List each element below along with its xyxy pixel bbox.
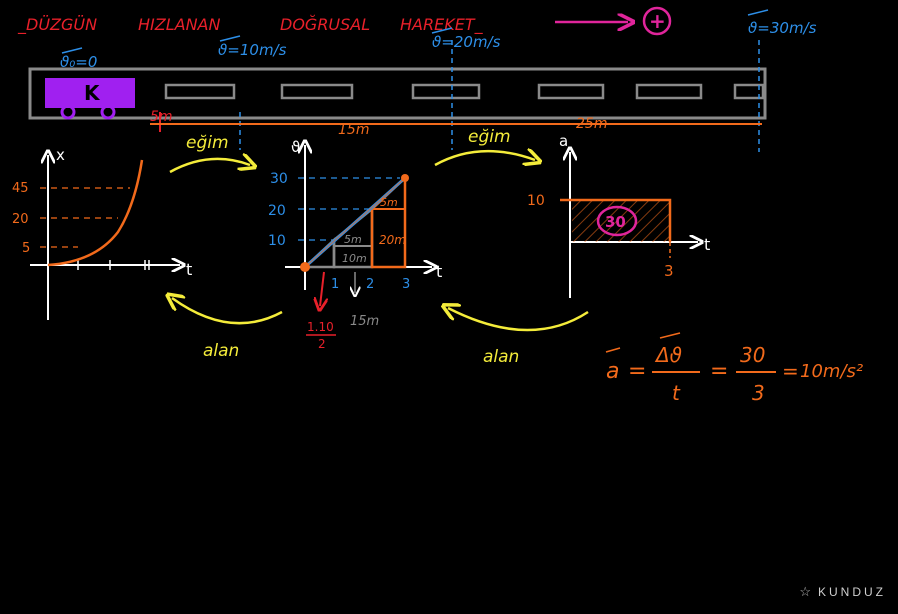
velocity-0: ϑ₀=0 [60,53,97,71]
origin-point [300,262,310,272]
acceleration-time-graph: a t 10 3 30 [527,132,710,298]
equals-sign: = [710,359,728,384]
vector-arrow [659,332,681,339]
cart-label: K [84,81,101,105]
velocity-labels: ϑ₀=0 ϑ=10m/s ϑ=20m/s ϑ=30m/s [60,9,817,71]
end-point [401,174,409,182]
velocity-3: ϑ=30m/s [748,19,817,37]
track-slot [537,83,605,100]
velocity-vector-arrow [61,47,83,54]
a-t-tick-3: 3 [664,262,674,280]
title-word-3: DOĞRUSAL [280,15,370,34]
title-word-4: HAREKET_ [400,15,484,35]
a-tick-10: 10 [527,193,545,209]
v-tick-30: 30 [270,171,288,187]
acceleration-area-value: 30 [605,213,626,231]
v-axis-label: ϑ [291,138,300,156]
acceleration-equation: a = Δϑ t = 30 3 = 10m/s² [605,332,863,405]
t-axis-label: t [704,235,710,254]
velocity-line-overlay [304,177,406,268]
fraction-1-denominator: t [672,381,681,405]
track-rail [28,67,767,120]
area-result: 15m [350,314,379,329]
velocity-vector-arrow [219,35,241,42]
a-axis-label: a [559,132,568,150]
area-label-1: 5m [344,233,362,246]
equation-lhs: a [606,359,619,384]
area-highlight [596,205,638,237]
vector-arrow [605,347,621,353]
area-formula-numerator: 1.10 [307,320,334,334]
t-tick-3: 3 [402,277,410,292]
alan-arrow-1 [172,298,283,325]
x-tick-20: 20 [12,212,29,227]
equals-sign: = [628,359,646,384]
track-slot [411,83,481,100]
egim-label-1: eğim [186,133,229,153]
area-label-2: 10m [342,252,367,265]
cart-body [45,78,135,108]
egim-arrow-2 [434,151,535,165]
area-formula-denominator: 2 [318,337,326,351]
velocity-vector-arrow [431,27,453,34]
velocity-vector-arrow [747,9,769,16]
t-tick-1: 1 [331,277,339,292]
track: K 5m 15m 25m [28,40,767,152]
positive-sign: + [649,9,666,33]
v-tick-10: 10 [268,233,286,249]
title-word-2: HIZLANAN [138,15,220,34]
alan-arrow-2 [448,308,589,332]
title-word-1: _DÜZGÜN [17,15,97,35]
position-curve [47,159,144,267]
velocity-1: ϑ=10m/s [218,41,287,59]
fraction-2-numerator: 30 [740,343,765,367]
title: _DÜZGÜN HIZLANAN DOĞRUSAL HAREKET_ [17,15,484,35]
x-tick-5: 5 [22,241,30,256]
velocity-2: ϑ=20m/s [432,33,501,51]
positive-direction-circle [642,6,672,36]
velocity-time-graph: ϑ t 30 20 10 5m 10m 5m 20m 1 2 3 1.10 2 … [268,138,442,351]
alan-label-2: alan [483,347,519,367]
egim-label-2: eğim [468,127,511,147]
fraction-2-denominator: 3 [752,381,765,405]
egim-arrow-1 [169,159,250,174]
distance-3: 25m [576,116,607,132]
area-label-3: 5m [380,196,398,209]
track-slot [733,83,765,100]
track-slot [635,83,703,100]
distance-1: 5m [150,109,173,125]
kunduz-logo: ☆ KUNDUZ [799,584,886,600]
track-slot [164,83,236,100]
fraction-1-numerator: Δϑ [654,343,682,367]
position-time-graph: x t 45 20 5 [12,146,192,320]
t-axis-label: t [186,260,192,279]
v-tick-20: 20 [268,203,286,219]
kunduz-logo-icon: ☆ [799,584,814,599]
x-axis-label: x [56,146,65,164]
distance-2: 15m [338,122,369,138]
cart-wheel [60,104,76,120]
t-tick-2: 2 [366,277,374,292]
area-label-4: 20m [379,233,406,247]
alan-label-1: alan [203,341,239,361]
t-axis-label: t [436,262,442,281]
red-down-arrow [320,271,324,306]
acceleration-line [560,198,672,242]
kunduz-logo-text: KUNDUZ [818,585,886,599]
equation-result: 10m/s² [800,361,863,382]
x-tick-45: 45 [12,181,29,196]
cart-wheel [100,104,116,120]
track-slot [280,83,354,100]
equals-sign: = [782,359,799,383]
